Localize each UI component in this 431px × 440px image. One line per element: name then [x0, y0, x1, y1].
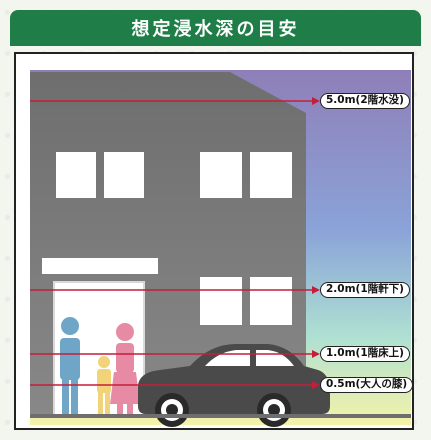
level-label-1m: 1.0m(1階床上): [320, 346, 410, 362]
window-upper-right-b: [250, 152, 292, 198]
arrowhead-2m: [312, 286, 320, 294]
level-label-5m: 5.0m(2階水没): [320, 93, 410, 109]
diagram-title: 想定浸水深の目安: [131, 19, 300, 40]
level-label-05m: 0.5m(大人の膝): [320, 377, 414, 393]
adult-female-figure: [110, 323, 140, 414]
child-figure: [97, 356, 111, 414]
water-level-lines: [30, 100, 312, 386]
car-wheel-rear: [257, 393, 291, 427]
entrance-canopy: [42, 258, 158, 274]
car-wheel-front: [155, 393, 189, 427]
arrowhead-1m: [312, 350, 320, 358]
water-level-arrowheads: [312, 97, 320, 389]
arrowhead-05m: [312, 381, 320, 389]
window-lower-right-a: [200, 277, 242, 325]
window-upper-right-a: [200, 152, 242, 198]
window-upper-left-a: [56, 152, 96, 198]
window-upper-left-b: [104, 152, 144, 198]
adult-male-figure: [60, 317, 80, 414]
level-label-2m: 2.0m(1階軒下): [320, 282, 410, 298]
ground-line: [30, 414, 411, 418]
title-banner: 想定浸水深の目安: [10, 10, 421, 46]
people: [60, 317, 140, 414]
window-lower-right-b: [250, 277, 292, 325]
arrowhead-5m: [312, 97, 320, 105]
